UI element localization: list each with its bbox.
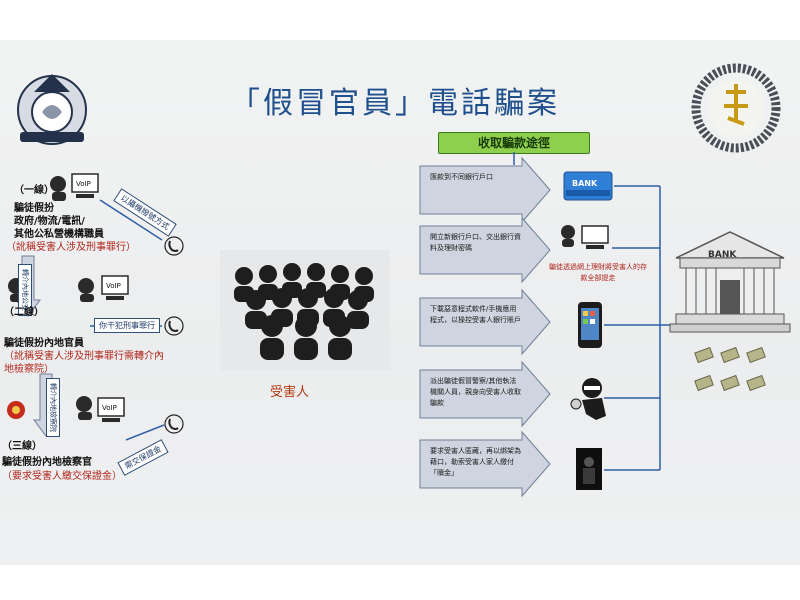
route-arrow-5 [419,430,551,498]
page-title: 「假冒官員」電話騙案 [230,86,560,121]
victim-label: 受害人 [270,385,310,400]
route-arrow-4 [419,360,551,428]
police-badge-icon [17,74,87,145]
kidnap-photo-icon [576,448,602,490]
tier3-level: （三線） [2,441,42,452]
phone-icon [164,236,184,256]
tier3-line-1: 騙徒假扮內地檢察官 [2,457,92,468]
smartphone-icon [578,302,602,348]
route-5: 要求受害人匿藏，再以綁架為藉口，勒索受害人家人繳付「贖金」 [420,440,550,490]
tier2-line-1: 騙徒假扮內地官員 [4,338,84,349]
top-margin [0,0,800,40]
phone-icon-2 [164,316,184,336]
hacker-computer-icon [561,225,609,249]
bank-building-label: BANK [708,250,737,260]
route-4: 派出騙徒假冒警察/其他執法機關人員，親身向受害人收取騙款 [420,370,550,420]
tier2-tag: 你干犯刑事罪行 [94,318,160,333]
voip-label-2: VoIP [106,282,121,290]
money-stacks-icon [694,346,766,392]
scammer-icon [50,176,66,201]
route-1: 匯款到不同銀行戶口 [420,166,550,216]
tier2-red-line-1: （訛稱受害人涉及刑事罪行需轉介內 [4,351,164,362]
route-arrow-2 [419,216,551,284]
voip-label-1: VoIP [76,180,91,188]
procuratorate-emblem-icon [7,401,25,419]
route-3: 下載惡意程式軟件/手機應用程式，以操控受害人銀行賬戶 [420,298,550,348]
voip-label-3: VoIP [102,404,117,412]
call-line [99,199,163,241]
tier1-line-1: 騙徒假扮 [14,203,54,214]
tier3-red-line: （要求受害人繳交保證金） [2,471,122,482]
phone-icon-3 [164,414,184,434]
bank-connectors [604,185,672,471]
route-4-text: 派出騙徒假冒警察/其他執法機關人員，親身向受害人收取騙款 [430,377,521,407]
scammer-icon-2 [78,278,94,302]
victims-crowd-icon [220,250,390,370]
tier2-red-line-2: 地檢察院） [4,364,54,375]
route-header: 收取騙款途徑 [438,132,590,154]
tier2-level: （二線） [4,307,44,318]
route-arrow-3 [419,288,551,356]
scammer-icon-3 [76,396,92,420]
tier1-line-2: 政府/物流/電訊/ [14,216,85,227]
route-2-text: 開立新銀行戶口、交出銀行資料及理財密碼 [430,233,521,252]
tier1-level: （一線） [14,185,54,196]
route-2: 開立新銀行戶口、交出銀行資料及理財密碼 [420,226,550,276]
newspaper-seal-icon [691,63,781,153]
route-5-text: 要求受害人匿藏，再以綁架為藉口，勒索受害人家人繳付「贖金」 [430,447,521,477]
bottom-margin [0,565,800,600]
route-arrow-1 [419,156,551,224]
route-2-note: 騙徒透過網上理財將受害人的存款全部提走 [549,263,647,282]
route-1-text: 匯款到不同銀行戶口 [430,173,493,181]
bank-card-text: BANK [572,179,598,188]
thief-running-icon [570,378,606,420]
computer-icon [71,173,99,193]
tier1-red-line: （訛稱受害人涉及刑事罪行） [6,242,136,253]
bank-building-icon [669,231,791,333]
tier1-line-3: 其他公私營機構職員 [14,229,104,240]
route-3-text: 下載惡意程式軟件/手機應用程式，以操控受害人銀行賬戶 [430,305,521,324]
